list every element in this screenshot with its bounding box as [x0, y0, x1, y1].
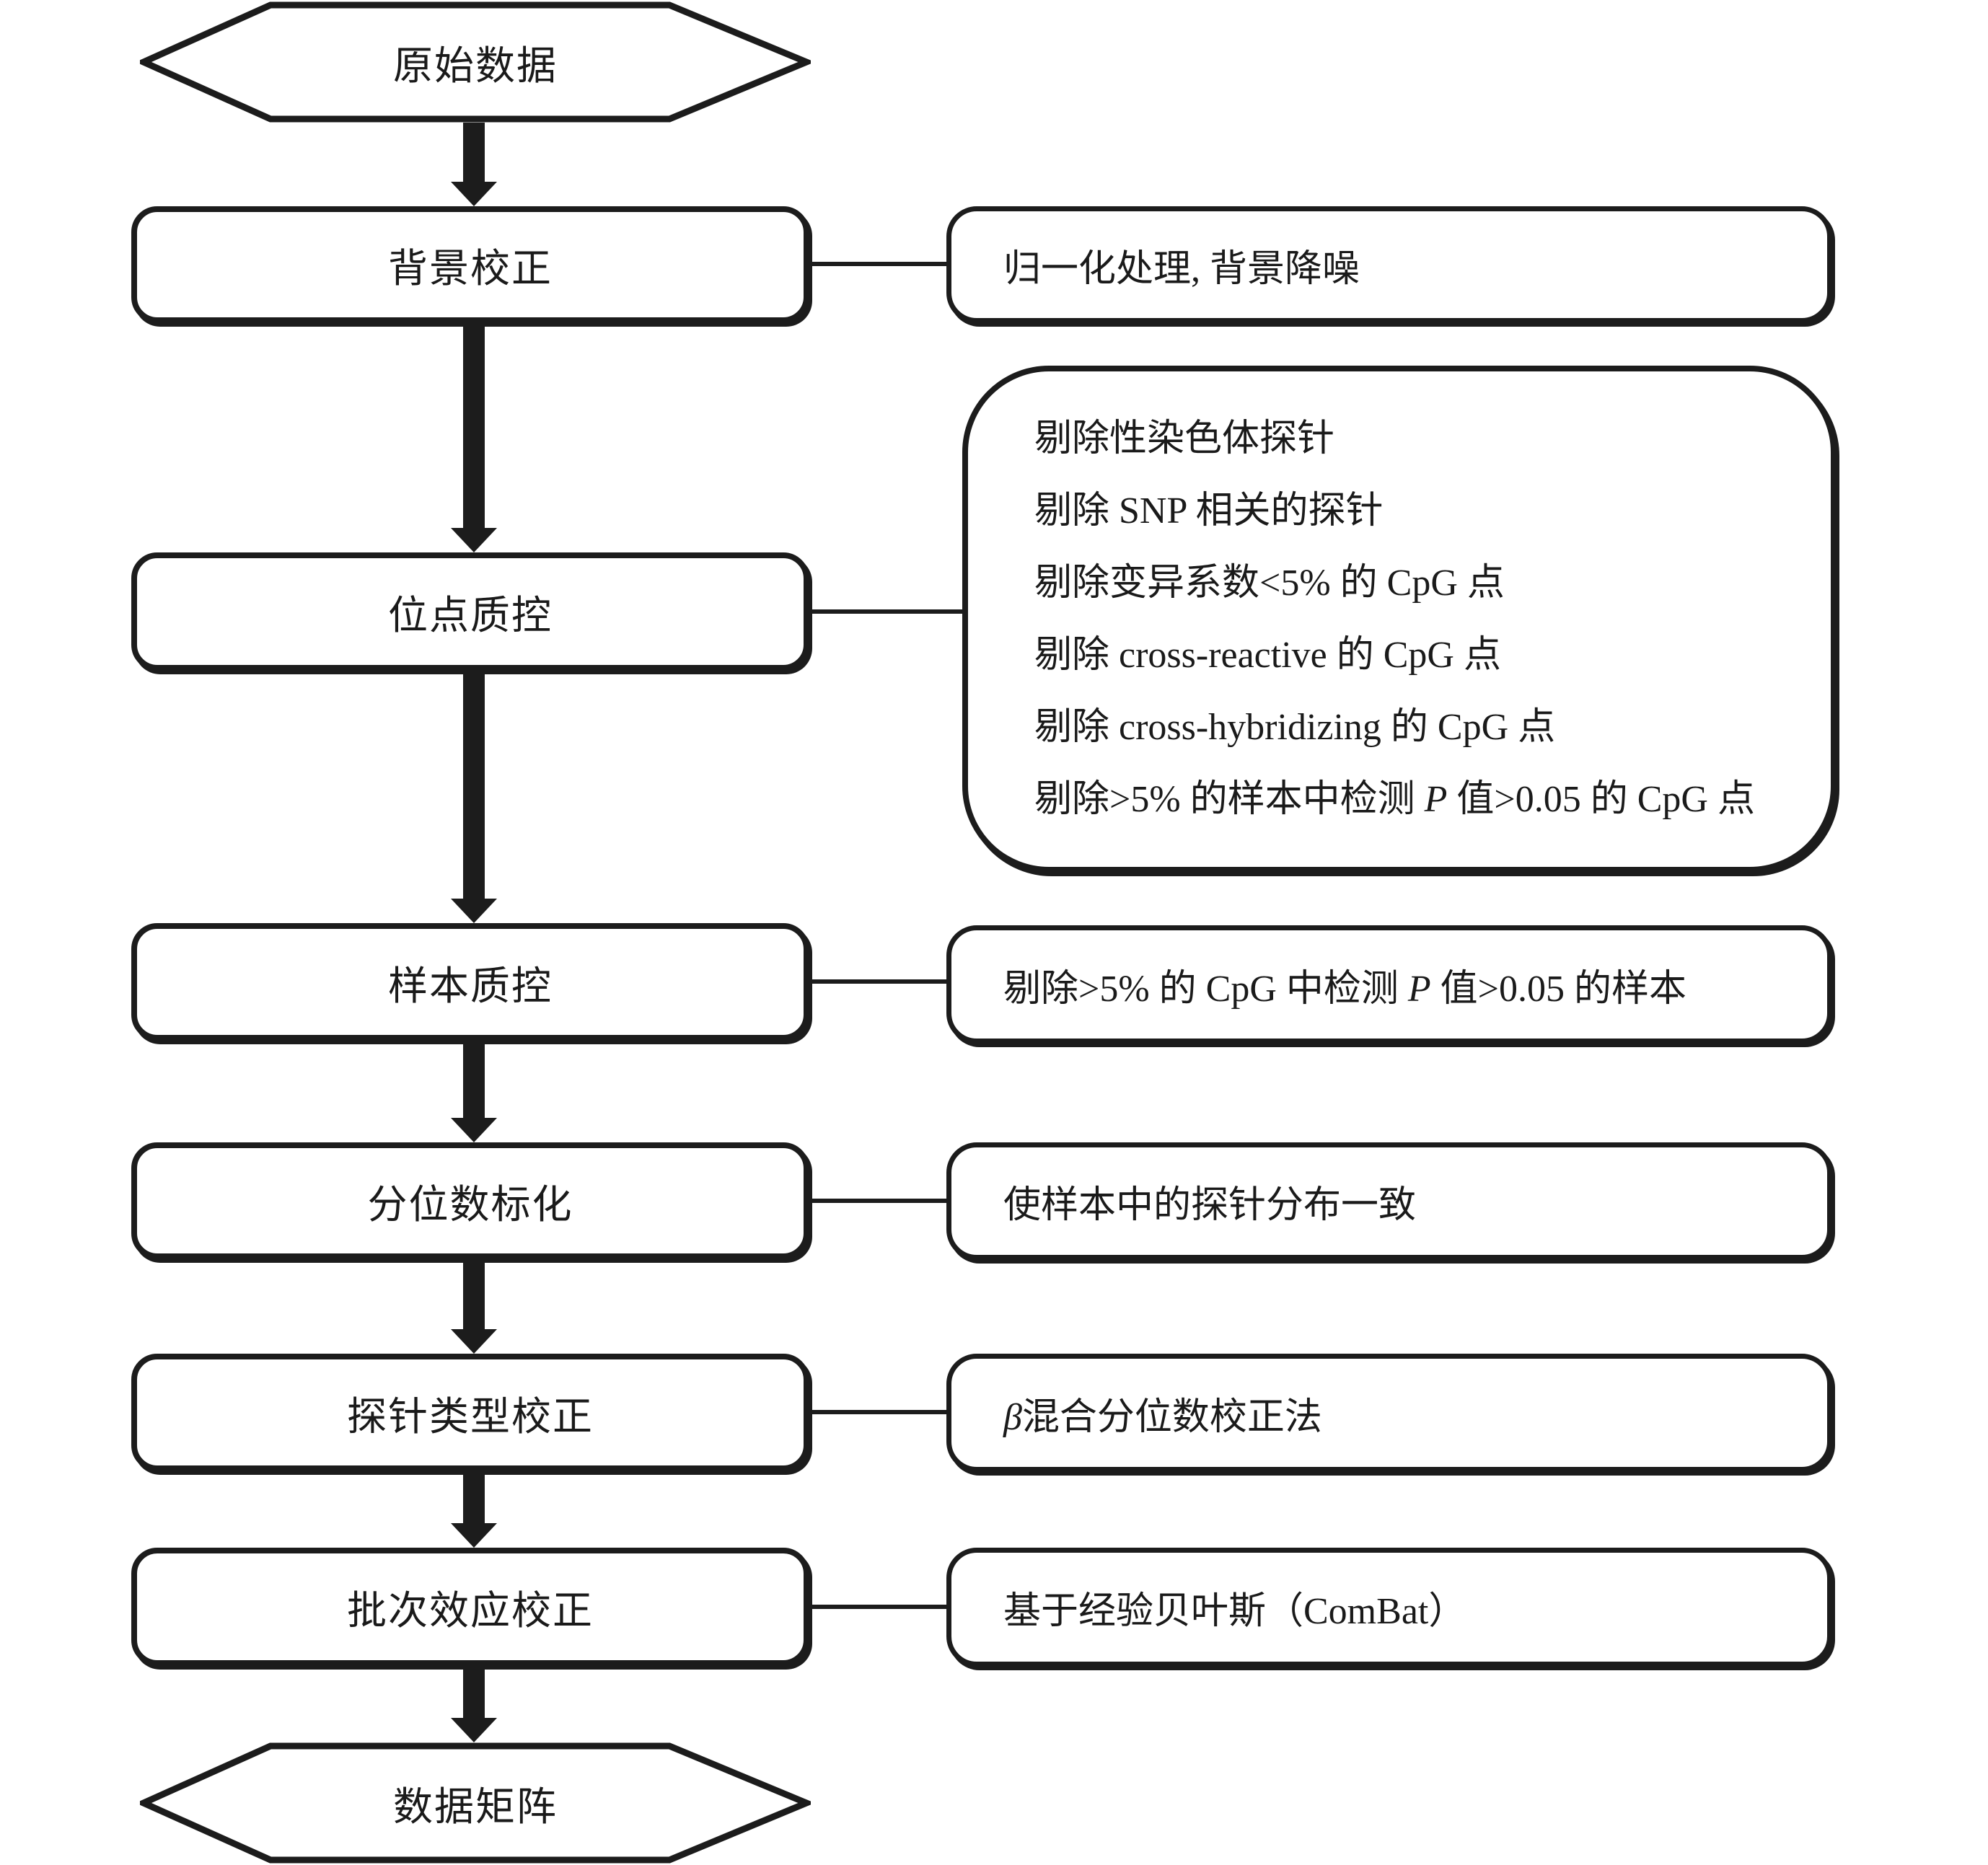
- start-node-label: 原始数据: [392, 44, 558, 88]
- italic-p: P: [1424, 778, 1448, 820]
- note-line: 剔除 SNP 相关的探针: [1034, 490, 1384, 532]
- process-label: 分位数标化: [367, 1183, 573, 1227]
- process-label: 探针类型校正: [346, 1394, 594, 1439]
- connector-line-1: [809, 262, 946, 266]
- flow-arrow-2: [451, 323, 497, 552]
- note-line: 剔除>5% 的样本中检测 P 值>0.05 的 CpG 点: [1034, 778, 1755, 820]
- process-label: 位点质控: [387, 594, 553, 638]
- process-box-batch-effect-correction: 批次效应校正: [131, 1548, 809, 1666]
- process-box-background-correction: 背景校正: [131, 206, 809, 323]
- note-line: 剔除性染色体探针: [1034, 418, 1335, 459]
- note-site-qc: 剔除性染色体探针 剔除 SNP 相关的探针 剔除变异系数<5% 的 CpG 点 …: [962, 366, 1837, 873]
- hexagon-shape: [140, 1742, 811, 1864]
- end-node-hexagon: 数据矩阵: [140, 1742, 811, 1864]
- note-probe-type-correction: β混合分位数校正法: [946, 1354, 1832, 1472]
- process-label: 样本质控: [387, 964, 553, 1008]
- connector-line-6: [809, 1605, 946, 1609]
- end-node-label: 数据矩阵: [392, 1785, 558, 1829]
- process-box-site-qc: 位点质控: [131, 552, 809, 671]
- flow-arrow-7: [451, 1666, 497, 1742]
- flow-arrow-3: [451, 671, 497, 923]
- note-text: 剔除>5% 的 CpG 中检测 P 值>0.05 的样本: [1003, 968, 1686, 1010]
- flow-arrow-1: [451, 123, 497, 206]
- note-sample-qc: 剔除>5% 的 CpG 中检测 P 值>0.05 的样本: [946, 925, 1832, 1044]
- note-line: 剔除变异系数<5% 的 CpG 点: [1034, 562, 1505, 604]
- start-node-hexagon: 原始数据: [140, 1, 811, 123]
- note-line: 剔除 cross-reactive 的 CpG 点: [1034, 634, 1501, 676]
- process-label: 背景校正: [387, 247, 553, 291]
- note-line: 剔除 cross-hybridizing 的 CpG 点: [1034, 706, 1556, 748]
- flow-arrow-6: [451, 1471, 497, 1548]
- note-quantile-normalization: 使样本中的探针分布一致: [946, 1142, 1832, 1260]
- note-batch-effect-correction: 基于经验贝叶斯（ComBat）: [946, 1548, 1832, 1667]
- process-box-probe-type-correction: 探针类型校正: [131, 1354, 809, 1471]
- connector-line-5: [809, 1410, 946, 1414]
- connector-line-2: [809, 609, 962, 614]
- note-text: β混合分位数校正法: [1003, 1396, 1322, 1438]
- process-box-quantile-normalization: 分位数标化: [131, 1142, 809, 1259]
- note-text: 使样本中的探针分布一致: [1003, 1185, 1417, 1226]
- process-label: 批次效应校正: [346, 1589, 594, 1633]
- italic-p: P: [1407, 968, 1431, 1010]
- flow-arrow-5: [451, 1259, 497, 1354]
- hexagon-shape: [140, 1, 811, 123]
- note-text: 归一化处理, 背景降噪: [1003, 248, 1360, 290]
- connector-line-3: [809, 979, 946, 984]
- connector-line-4: [809, 1199, 946, 1203]
- note-background-correction: 归一化处理, 背景降噪: [946, 206, 1832, 323]
- note-text: 基于经验贝叶斯（ComBat）: [1003, 1591, 1466, 1632]
- flow-arrow-4: [451, 1041, 497, 1142]
- process-box-sample-qc: 样本质控: [131, 923, 809, 1041]
- italic-beta: β: [1003, 1396, 1022, 1438]
